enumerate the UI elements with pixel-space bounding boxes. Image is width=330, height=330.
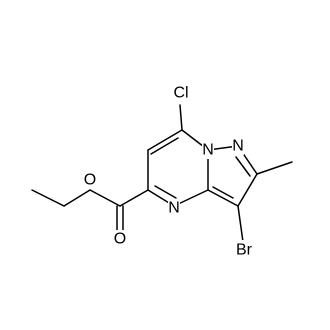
atom-oxygen-ether: O [83,171,97,189]
bond-c5-n4-inner [154,185,177,199]
atom-label-n-bridge: N [202,142,214,159]
bond-c3-c3a [207,189,239,207]
bond-c2-methyl [256,161,293,175]
atom-label-o-carbonyl: O [114,231,126,248]
atom-nitrogen-bridge: N [202,141,214,159]
atom-label-o-ether: O [84,172,96,189]
bond-ch2-ch3 [31,189,65,207]
atom-oxygen-carbonyl: O [113,230,127,248]
atom-chlorine: Cl [170,82,192,102]
bond-c2-c3 [237,173,258,207]
bond-cester-oether [89,189,121,207]
bond-c5-cester [119,189,149,207]
bond-npyrazole-c2-inner [235,156,251,177]
bond-c7-c6 [147,129,183,151]
bond-layer [31,104,293,243]
atom-layer: Cl N N N Br O O [83,82,256,259]
atom-bromine: Br [232,240,256,259]
bond-c3-c3a-inner [212,186,234,199]
bond-c3-br [237,205,244,243]
bond-c7-c6-inner [150,137,179,155]
atom-label-n-pyrimidine: N [168,200,180,217]
atom-nitrogen-pyrazole: N [232,137,244,155]
atom-label-n-pyrazole: N [232,138,244,155]
atom-label-br: Br [236,242,253,259]
atom-label-cl: Cl [173,85,188,102]
bond-c7-cl [179,104,183,131]
bond-oether-ch2 [63,189,91,207]
atom-nitrogen-pyrimidine: N [168,199,180,217]
